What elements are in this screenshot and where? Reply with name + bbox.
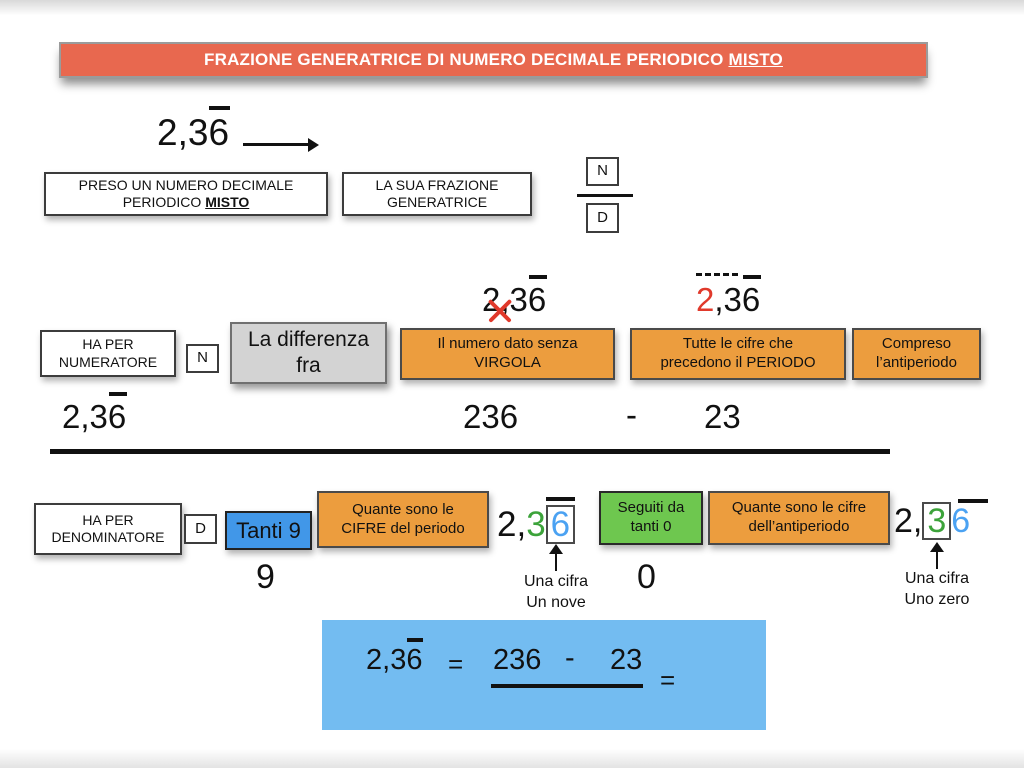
digit-antiperiod: 3 <box>89 398 108 435</box>
periodic-number-main: 2,36 <box>157 106 230 153</box>
generating-fraction-box: LA SUA FRAZIONE GENERATRICE <box>342 172 532 216</box>
given-number-line1: PRESO UN NUMERO DECIMALE <box>78 176 294 193</box>
digit-integer: 2 <box>157 112 178 153</box>
generating-fraction-line2: GENERATRICE <box>386 194 488 210</box>
digit-integer: 2 <box>894 502 913 540</box>
comma: , <box>177 112 188 153</box>
result-minus: - <box>565 642 575 674</box>
digit-integer: 2 <box>497 505 517 544</box>
digits-before-period-group: 2,3 <box>696 273 742 318</box>
denominator-symbol-box: D <box>586 203 619 233</box>
antiperiod-digit-box: 3 <box>922 502 952 540</box>
denominator-symbol: D <box>597 208 608 226</box>
digit-period: 6 <box>107 392 128 435</box>
period-digit-count-box: Quante sono le CIFRE del periodo <box>317 491 489 548</box>
comma-cross-icon <box>485 296 515 326</box>
result-periodic-number: 2,36 <box>366 638 424 676</box>
digit-integer: 2 <box>696 281 715 318</box>
digit-antiperiod: 3 <box>526 505 546 544</box>
result-subtrahend: 23 <box>610 644 643 676</box>
nd-fraction-line <box>577 194 633 197</box>
digit-period: 6 <box>951 499 989 540</box>
numerator-symbol: N <box>597 162 608 180</box>
comma: , <box>516 505 527 544</box>
nine-value: 9 <box>256 558 275 596</box>
misto-emphasis: MISTO <box>205 194 250 210</box>
period-digit-box: 6 <box>545 497 576 544</box>
periodic-number-highlighted: 2,36 <box>696 273 762 318</box>
zero-caption: Una cifra Uno zero <box>904 570 970 608</box>
digit-period: 6 <box>208 106 230 153</box>
comma: , <box>912 502 923 540</box>
digit-period: 6 <box>406 638 424 676</box>
comma: , <box>714 281 724 318</box>
result-fraction-bar <box>491 684 643 688</box>
given-number-box: PRESO UN NUMERO DECIMALE PERIODICO MISTO <box>44 172 328 216</box>
zeros-box: Seguiti da tanti 0 <box>599 491 703 545</box>
numerator-n-box: N <box>186 344 219 373</box>
generating-fraction-line1: LA SUA FRAZIONE <box>375 176 499 193</box>
given-number-line2: PERIODICO MISTO <box>122 194 250 210</box>
numerator-label-box: HA PER NUMERATORE <box>40 330 176 377</box>
digit-integer: 2 <box>366 644 383 676</box>
digits-before-period-box: Tutte le cifre che precedono il PERIODO <box>630 328 846 380</box>
numerator-symbol-box: N <box>586 157 619 186</box>
right-arrow-icon <box>243 137 319 152</box>
digit-period: 6 <box>741 275 762 318</box>
denominator-d-box: D <box>184 514 217 544</box>
digit-period: 6 <box>550 505 571 544</box>
difference-box: La differenza fra <box>230 322 387 384</box>
minuend-value: 236 <box>463 398 519 435</box>
numerator-periodic-number: 2,36 <box>62 392 128 435</box>
final-equals-sign: = <box>660 665 676 695</box>
result-minuend: 236 <box>493 644 542 676</box>
number-without-comma-box: Il numero dato senza VIRGOLA <box>400 328 615 380</box>
result-panel: 2,36 = 236 - 23 = <box>322 620 766 730</box>
comma: , <box>80 398 90 435</box>
digit-antiperiod: 3 <box>723 281 742 318</box>
digit-period: 6 <box>527 275 548 318</box>
digit-antiperiod: 3 <box>187 112 209 153</box>
minus-sign: - <box>626 396 637 433</box>
including-antiperiod-box: Compreso l’antiperiodo <box>852 328 981 380</box>
digit-antiperiod: 3 <box>390 644 407 676</box>
digit-antiperiod: 3 <box>927 502 947 540</box>
antiperiod-digit-count-box: Quante sono le cifre dell’antiperiodo <box>708 491 890 545</box>
title-text: FRAZIONE GENERATRICE DI NUMERO DECIMALE … <box>204 50 783 70</box>
comma: , <box>382 644 391 676</box>
nines-box: Tanti 9 <box>225 511 312 550</box>
subtrahend-value: 23 <box>704 398 741 435</box>
main-fraction-bar <box>50 449 890 454</box>
title-banner: FRAZIONE GENERATRICE DI NUMERO DECIMALE … <box>59 42 928 78</box>
periodic-number-crossed: 2,36 <box>482 275 548 318</box>
up-arrow-icon <box>548 544 564 571</box>
nine-caption: Una cifra Un nove <box>523 573 589 611</box>
digit-integer: 2 <box>62 398 81 435</box>
equals-sign: = <box>448 649 464 679</box>
up-arrow-icon <box>929 542 945 569</box>
title-main: FRAZIONE GENERATRICE DI NUMERO DECIMALE … <box>204 50 729 69</box>
denominator-label-box: HA PER DENOMINATORE <box>34 503 182 555</box>
zero-value: 0 <box>637 558 656 596</box>
title-emphasis: MISTO <box>728 50 783 69</box>
